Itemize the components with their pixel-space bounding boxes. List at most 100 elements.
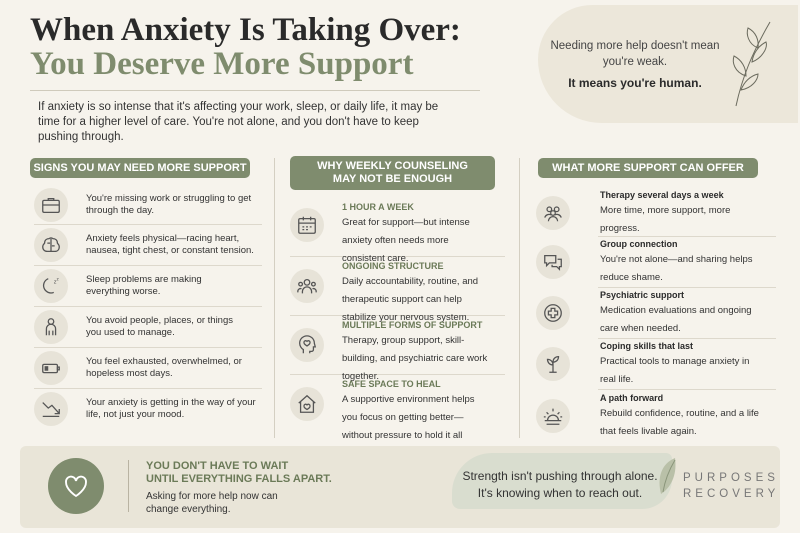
weekly-item-title: SAFE SPACE TO HEAL bbox=[342, 379, 441, 389]
logo-leaf-icon bbox=[659, 458, 676, 494]
weekly-item-desc: Therapy, group support, skill-building, … bbox=[342, 335, 488, 382]
sign-text: Anxiety feels physical—racing heart, nau… bbox=[86, 232, 254, 257]
offer-item-title: Group connection bbox=[600, 239, 678, 249]
divider bbox=[34, 224, 262, 225]
svg-text:z: z bbox=[54, 279, 57, 285]
offer-item-text: Therapy several days a week More time, m… bbox=[600, 190, 760, 236]
weekly-item: ONGOING STRUCTURE Daily accountability, … bbox=[290, 257, 505, 323]
intro-text: If anxiety is so intense that it's affec… bbox=[38, 101, 439, 143]
svg-text:z: z bbox=[57, 277, 60, 282]
weekly-item-title: ONGOING STRUCTURE bbox=[342, 261, 444, 271]
offer-item-text: Group connection You're not alone—and sh… bbox=[600, 239, 760, 285]
quote-panel bbox=[538, 5, 798, 123]
divider bbox=[34, 347, 262, 348]
sign-item: Your anxiety is getting in the way of yo… bbox=[34, 389, 262, 429]
divider bbox=[290, 374, 505, 375]
offer-item: Coping skills that last Practical tools … bbox=[536, 339, 776, 389]
sign-text: Your anxiety is getting in the way of yo… bbox=[86, 396, 256, 421]
trend-down-icon bbox=[34, 392, 68, 426]
offer-list: Therapy several days a week More time, m… bbox=[536, 190, 776, 442]
weekly-heading-line-2: MAY NOT BE ENOUGH bbox=[332, 173, 453, 185]
weekly-item-text: 1 HOUR A WEEK Great for support—but inte… bbox=[342, 202, 492, 266]
sign-item: You're missing work or struggling to get… bbox=[34, 186, 262, 224]
offer-item-text: Coping skills that last Practical tools … bbox=[600, 341, 760, 387]
footer-cta-sub: Asking for more help now can change ever… bbox=[146, 490, 278, 516]
sunrise-icon bbox=[536, 399, 570, 433]
quote-line-2: It means you're human. bbox=[568, 76, 702, 90]
weekly-item-title: MULTIPLE FORMS OF SUPPORT bbox=[342, 320, 483, 330]
signs-heading: SIGNS YOU MAY NEED MORE SUPPORT bbox=[30, 158, 250, 178]
weekly-item-text: ONGOING STRUCTURE Daily accountability, … bbox=[342, 261, 497, 325]
calendar-icon bbox=[290, 208, 324, 242]
strength-quote: Strength isn't pushing through alone. It… bbox=[455, 468, 665, 502]
weekly-item: MULTIPLE FORMS OF SUPPORT Therapy, group… bbox=[290, 316, 505, 382]
weekly-item: SAFE SPACE TO HEAL A supportive environm… bbox=[290, 375, 505, 459]
brand-logo: PURPOSES RECOVERY bbox=[683, 470, 779, 502]
weekly-item-text: MULTIPLE FORMS OF SUPPORT Therapy, group… bbox=[342, 320, 492, 384]
chat-icon bbox=[536, 245, 570, 279]
offer-item: Therapy several days a week More time, m… bbox=[536, 190, 776, 236]
offer-item: A path forward Rebuild confidence, routi… bbox=[536, 390, 776, 442]
sign-text: You feel exhausted, overwhelmed, or hope… bbox=[86, 355, 242, 380]
sign-text: Sleep problems are making everything wor… bbox=[86, 273, 202, 298]
offer-item: Psychiatric support Medication evaluatio… bbox=[536, 288, 776, 338]
footer-divider bbox=[128, 460, 129, 512]
divider bbox=[290, 315, 505, 316]
divider bbox=[598, 389, 776, 390]
sign-item: You feel exhausted, overwhelmed, or hope… bbox=[34, 348, 262, 388]
title-line-2: You Deserve More Support bbox=[30, 46, 414, 82]
offer-heading: WHAT MORE SUPPORT CAN OFFER bbox=[538, 158, 758, 178]
strength-line-2: It's knowing when to reach out. bbox=[477, 486, 643, 500]
sprout-icon bbox=[536, 347, 570, 381]
offer-item-title: Psychiatric support bbox=[600, 290, 685, 300]
offer-item-title: A path forward bbox=[600, 393, 664, 403]
brush-stroke-background bbox=[452, 453, 672, 509]
sign-item: You avoid people, places, or things you … bbox=[34, 307, 262, 347]
offer-item: Group connection You're not alone—and sh… bbox=[536, 237, 776, 287]
offer-item-desc: Medication evaluations and ongoing care … bbox=[600, 305, 752, 334]
cta-sub-line-2: change everything. bbox=[146, 504, 231, 515]
divider bbox=[598, 287, 776, 288]
weekly-item-desc: Great for support—but intense anxiety of… bbox=[342, 217, 470, 264]
offer-item-desc: More time, more support, more progress. bbox=[600, 205, 731, 234]
person-icon bbox=[34, 310, 68, 344]
column-divider bbox=[274, 158, 275, 438]
weekly-item-desc: Daily accountability, routine, and thera… bbox=[342, 276, 479, 323]
heart-icon bbox=[48, 458, 104, 514]
sign-text: You avoid people, places, or things you … bbox=[86, 314, 234, 339]
people-icon bbox=[536, 196, 570, 230]
divider bbox=[34, 306, 262, 307]
quote-line-1: Needing more help doesn't mean you're we… bbox=[550, 40, 720, 68]
medical-cross-icon bbox=[536, 296, 570, 330]
sign-item: Anxiety feels physical—racing heart, nau… bbox=[34, 225, 262, 265]
offer-item-text: A path forward Rebuild confidence, routi… bbox=[600, 393, 770, 439]
head-heart-icon bbox=[290, 328, 324, 362]
title-divider bbox=[30, 90, 480, 91]
strength-line-1: Strength isn't pushing through alone. bbox=[462, 469, 658, 483]
offer-item-desc: Rebuild confidence, routine, and a life … bbox=[600, 408, 759, 437]
divider bbox=[290, 256, 505, 257]
divider bbox=[598, 338, 776, 339]
weekly-list: 1 HOUR A WEEK Great for support—but inte… bbox=[290, 198, 505, 459]
briefcase-icon bbox=[34, 188, 68, 222]
leaf-branch-icon bbox=[732, 21, 771, 107]
cta-sub-line-1: Asking for more help now can bbox=[146, 491, 278, 502]
footer-cta-heading: YOU DON'T HAVE TO WAIT UNTIL EVERYTHING … bbox=[146, 460, 332, 486]
logo-line-1: PURPOSES bbox=[683, 472, 779, 484]
signs-list: You're missing work or struggling to get… bbox=[34, 186, 262, 429]
divider bbox=[34, 388, 262, 389]
weekly-heading: WHY WEEKLY COUNSELING MAY NOT BE ENOUGH bbox=[290, 156, 495, 190]
brain-icon bbox=[34, 228, 68, 262]
house-heart-icon bbox=[290, 387, 324, 421]
weekly-item-title: 1 HOUR A WEEK bbox=[342, 202, 414, 212]
offer-item-title: Coping skills that last bbox=[600, 341, 694, 351]
sign-text: You're missing work or struggling to get… bbox=[86, 192, 252, 217]
cta-line-1: YOU DON'T HAVE TO WAIT bbox=[146, 460, 289, 472]
offer-item-title: Therapy several days a week bbox=[600, 190, 724, 200]
offer-item-desc: You're not alone—and sharing helps reduc… bbox=[600, 254, 753, 283]
cta-line-2: UNTIL EVERYTHING FALLS APART. bbox=[146, 473, 332, 485]
logo-line-2: RECOVERY bbox=[683, 488, 780, 500]
offer-item-desc: Practical tools to manage anxiety in rea… bbox=[600, 356, 750, 385]
title-line-1: When Anxiety Is Taking Over: bbox=[30, 12, 461, 48]
